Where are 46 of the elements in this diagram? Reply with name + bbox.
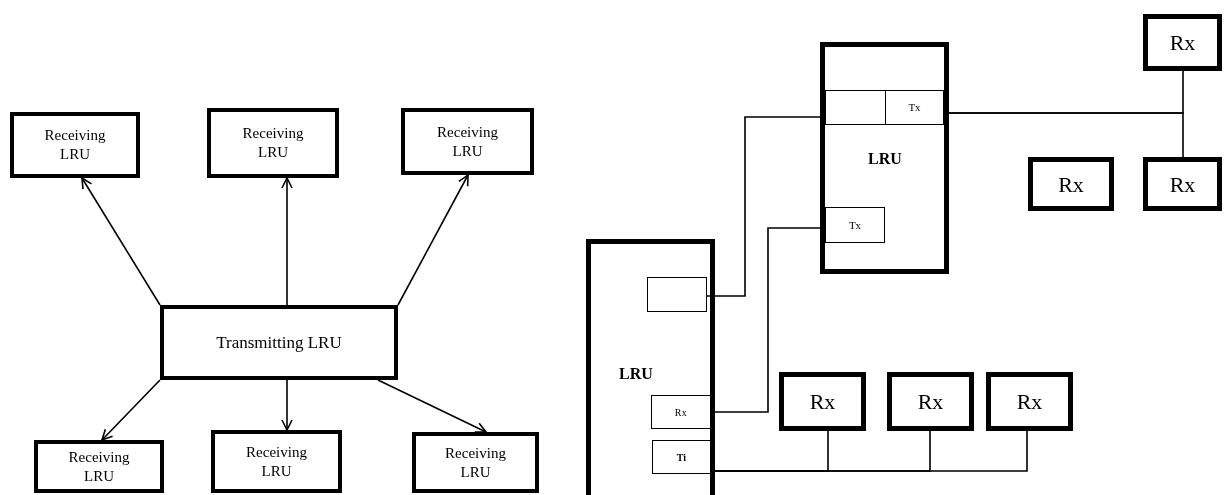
receiver-box: [1028, 157, 1114, 211]
port-box: [825, 207, 885, 243]
receiver-box: [1143, 157, 1222, 211]
receiver-box: [34, 440, 164, 493]
node-label: Receiving LRU: [241, 124, 305, 162]
receiver-box: [401, 108, 534, 175]
node-label: Tx: [848, 217, 862, 233]
arrow: [397, 174, 469, 306]
port-box: [825, 90, 886, 125]
receiver-box: [211, 430, 342, 493]
arrow: [281, 177, 293, 306]
receiver-box: [1143, 14, 1222, 71]
node-label: Rx: [917, 388, 944, 416]
node-label: Receiving LRU: [436, 122, 499, 161]
node-label: Transmitting LRU: [216, 331, 342, 354]
receiver-box: [887, 372, 974, 431]
arrow: [81, 177, 161, 306]
receiver-box: [779, 372, 866, 431]
node-label: Tx: [908, 100, 921, 116]
lru-box: [820, 42, 949, 274]
arrow: [281, 379, 293, 431]
node-label: Receiving LRU: [444, 443, 507, 482]
node-label: Rx: [809, 388, 836, 416]
port-box: [652, 440, 711, 474]
node-label: Rx: [1169, 29, 1196, 57]
node-label: Rx: [1058, 170, 1084, 199]
transmitter-box: [160, 305, 398, 380]
node-label: Rx: [1016, 388, 1043, 416]
receiver-box: [986, 372, 1073, 431]
node-label: Rx: [674, 405, 688, 420]
node-label: Receiving LRU: [67, 447, 131, 486]
node-label: Receiving LRU: [245, 442, 308, 481]
receiver-box: [412, 432, 539, 493]
node-label: LRU: [868, 150, 902, 167]
port-box: [651, 395, 711, 429]
lru-box: [586, 239, 715, 495]
arrow: [101, 379, 161, 441]
receiver-box: [10, 112, 140, 178]
node-label: Receiving LRU: [43, 126, 107, 164]
node-label: Rx: [1169, 170, 1196, 199]
arrow: [377, 379, 487, 433]
port-box: [885, 90, 944, 125]
port-box: [647, 277, 707, 312]
node-label: Ti: [676, 450, 687, 465]
node-label: LRU: [619, 365, 653, 382]
receiver-box: [207, 108, 339, 178]
